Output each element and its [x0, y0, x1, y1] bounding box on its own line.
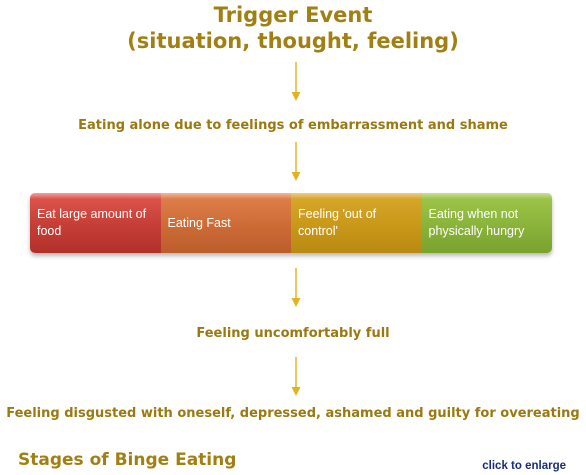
segment-label: Eating when not physically hungry — [428, 207, 525, 238]
segment-eat-large-amount: Eat large amount of food — [30, 193, 161, 253]
arrow-down-icon — [291, 357, 301, 396]
title-line-1: Trigger Event — [213, 3, 373, 27]
step-feeling-disgusted: Feeling disgusted with oneself, depresse… — [6, 406, 580, 421]
step-uncomfortably-full: Feeling uncomfortably full — [196, 326, 390, 341]
click-to-enlarge-link[interactable]: click to enlarge — [482, 460, 566, 472]
diagram-title: Trigger Event (situation, thought, feeli… — [0, 2, 586, 54]
arrow-down-icon — [291, 142, 301, 181]
figure-caption: Stages of Binge Eating — [18, 450, 237, 470]
segment-label: Eat large amount of food — [37, 207, 147, 238]
step-eating-alone: Eating alone due to feelings of embarras… — [78, 118, 508, 133]
binge-behaviours-bar: Eat large amount of food Eating Fast Fee… — [30, 193, 552, 253]
segment-eating-fast: Eating Fast — [160, 193, 291, 253]
arrow-down-icon — [291, 268, 301, 307]
segment-not-hungry: Eating when not physically hungry — [421, 193, 552, 253]
title-line-2: (situation, thought, feeling) — [127, 29, 459, 53]
segment-label: Feeling 'out of control' — [298, 207, 377, 238]
segment-label: Eating Fast — [167, 216, 231, 230]
segment-out-of-control: Feeling 'out of control' — [291, 193, 422, 253]
arrow-down-icon — [291, 62, 301, 101]
